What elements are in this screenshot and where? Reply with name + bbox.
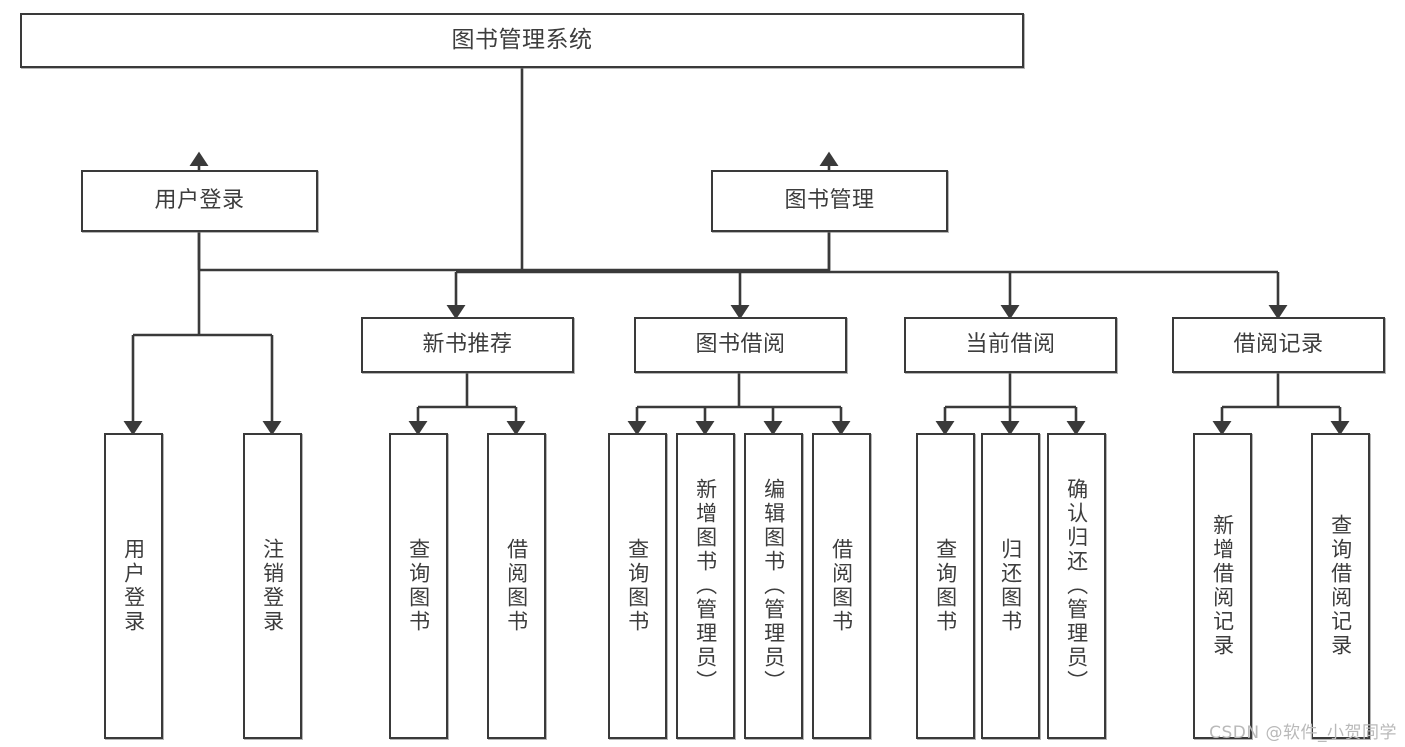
node-borrowing-record[interactable]: 借阅记录 [1172,317,1385,373]
node-root-book-management-system[interactable]: 图书管理系统 [20,13,1024,68]
node-label: 新增借阅记录 [1210,514,1235,658]
node-label: 新增图书（管理员） [693,478,718,694]
node-label: 查询图书 [933,538,958,634]
node-label: 借阅图书 [504,538,529,634]
node-leaf-user-login[interactable]: 用户登录 [104,433,163,739]
node-leaf-return-book[interactable]: 归还图书 [981,433,1040,739]
node-label: 注销登录 [260,538,285,634]
node-user-login[interactable]: 用户登录 [81,170,318,232]
node-book-management[interactable]: 图书管理 [711,170,948,232]
node-leaf-user-logout[interactable]: 注销登录 [243,433,302,739]
node-leaf-borrow-book-recommendation[interactable]: 借阅图书 [487,433,546,739]
node-leaf-query-book-recommendation[interactable]: 查询图书 [389,433,448,739]
node-label: 查询借阅记录 [1328,514,1353,658]
node-leaf-query-book-borrow[interactable]: 查询图书 [608,433,667,739]
csdn-watermark: CSDN @软件_小贺同学 [1209,723,1397,743]
node-leaf-add-book-admin[interactable]: 新增图书（管理员） [676,433,735,739]
node-label: 当前借阅 [965,332,1056,358]
node-label: 图书管理 [784,188,875,214]
node-label: 新书推荐 [422,332,513,358]
node-label: 借阅图书 [829,538,854,634]
node-label: 图书管理系统 [451,26,593,53]
node-label: 查询图书 [406,538,431,634]
node-label: 确认归还（管理员） [1064,478,1089,694]
node-book-borrowing[interactable]: 图书借阅 [634,317,847,373]
node-label: 用户登录 [121,538,146,634]
node-leaf-query-book-current[interactable]: 查询图书 [916,433,975,739]
node-label: 借阅记录 [1233,332,1324,358]
node-leaf-add-borrow-record[interactable]: 新增借阅记录 [1193,433,1252,739]
node-leaf-query-borrow-record[interactable]: 查询借阅记录 [1311,433,1370,739]
node-label: 图书借阅 [695,332,786,358]
node-leaf-borrow-book[interactable]: 借阅图书 [812,433,871,739]
node-new-book-recommendation[interactable]: 新书推荐 [361,317,574,373]
node-leaf-confirm-return-admin[interactable]: 确认归还（管理员） [1047,433,1106,739]
node-current-borrowing[interactable]: 当前借阅 [904,317,1117,373]
node-leaf-edit-book-admin[interactable]: 编辑图书（管理员） [744,433,803,739]
node-label: 编辑图书（管理员） [761,478,786,694]
node-label: 用户登录 [154,188,245,214]
node-label: 归还图书 [998,538,1023,634]
node-label: 查询图书 [625,538,650,634]
